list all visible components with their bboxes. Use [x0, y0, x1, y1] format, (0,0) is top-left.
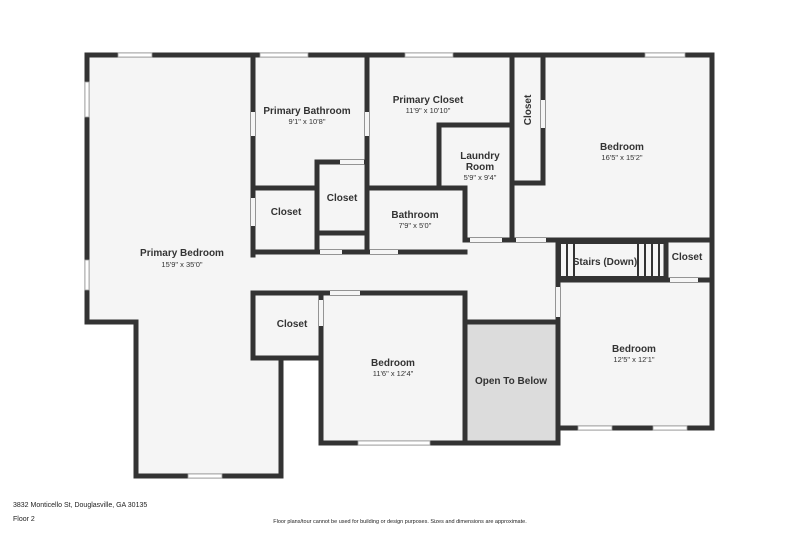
floor-label: Floor 2	[13, 516, 35, 523]
bathroom-dimensions: 7'9" x 5'0"	[399, 221, 432, 230]
bedroom-northeast-dimensions: 16'5" x 15'2"	[601, 153, 642, 162]
open-to-below-label: Open To Below	[475, 376, 547, 387]
bedroom-center-label: Bedroom	[371, 358, 415, 369]
bedroom-southeast-dimensions: 12'5" x 12'1"	[613, 355, 654, 364]
closet-e-label: Closet	[672, 252, 703, 263]
laundry-room-label-line1: Laundry	[460, 151, 500, 162]
door-openings	[251, 100, 698, 326]
disclaimer: Floor plans/tour cannot be used for buil…	[273, 519, 527, 525]
primary-bathroom-dimensions: 9'1" x 10'8"	[289, 117, 326, 126]
windows	[84, 52, 688, 479]
property-address: 3832 Monticello St, Douglasville, GA 301…	[13, 502, 148, 509]
bedroom-northeast-label: Bedroom	[600, 142, 644, 153]
closet-b-label: Closet	[327, 193, 358, 204]
primary-bathroom-label: Primary Bathroom	[263, 106, 350, 117]
stairs-label: Stairs (Down)	[573, 257, 637, 268]
bathroom-label: Bathroom	[391, 210, 438, 221]
primary-closet-dimensions: 11'9" x 10'10"	[406, 106, 451, 115]
bedroom-center-dimensions: 11'6" x 12'4"	[373, 369, 414, 378]
primary-closet-label: Primary Closet	[393, 95, 464, 106]
laundry-room-label-line2: Room	[466, 162, 494, 173]
primary-bedroom-dimensions: 15'9" x 35'0"	[161, 260, 202, 269]
closet-a-label: Closet	[271, 207, 302, 218]
laundry-room-dimensions: 5'9" x 9'4"	[464, 173, 497, 182]
open-to-below-area	[465, 322, 558, 443]
stairs-treads	[559, 242, 664, 278]
bedroom-southeast-label: Bedroom	[612, 344, 656, 355]
closet-c-label: Closet	[277, 319, 308, 330]
primary-bedroom-label: Primary Bedroom	[140, 248, 224, 259]
vertical-closet-label: Closet	[523, 94, 534, 125]
